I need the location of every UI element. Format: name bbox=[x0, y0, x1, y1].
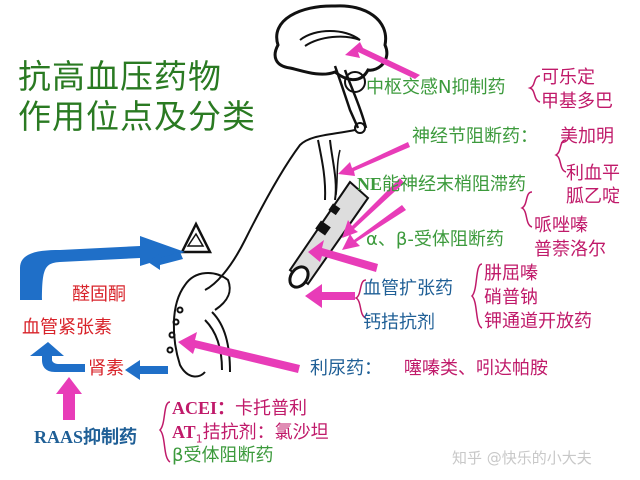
title-line-1: 抗高血压药物 bbox=[18, 57, 222, 96]
raas-inhibitor-label: RAAS抑制药 bbox=[34, 426, 137, 449]
raas-item-beta-blocker: β受体阻断药 bbox=[172, 445, 274, 466]
at-subscript: 1 bbox=[195, 432, 203, 446]
drug-clonidine: 可乐定 bbox=[541, 67, 595, 88]
blood-vessel-icon bbox=[288, 180, 370, 289]
drug-losartan: 氯沙坦 bbox=[274, 422, 329, 443]
ne-class-text: 能神经末梢阻滞药 bbox=[382, 174, 527, 195]
drug-guanethidine: 胍乙啶 bbox=[566, 186, 620, 207]
vasodilator-class-label: 血管扩张药 bbox=[363, 278, 453, 299]
angiotensin-label: 血管紧张素 bbox=[22, 317, 112, 338]
drug-mecamylamine: 美加明 bbox=[560, 126, 614, 147]
drug-prazosin: 哌唑嗪 bbox=[534, 215, 588, 236]
receptor-class-label: α、β-受体阻断药 bbox=[366, 229, 504, 250]
title-line-2: 作用位点及分类 bbox=[18, 97, 256, 136]
ne-prefix: NE bbox=[357, 174, 383, 194]
diuretic-drugs: 噻嗪类、吲达帕胺 bbox=[404, 358, 548, 379]
drug-captopril: 卡托普利 bbox=[235, 398, 308, 419]
acei-prefix: ACEI： bbox=[172, 398, 236, 418]
raas-item-acei: ACEI：卡托普利 bbox=[172, 397, 307, 420]
kidney-icon bbox=[166, 221, 231, 378]
central-class-label: 中枢交感N抑制药 bbox=[366, 77, 506, 98]
renin-label: 肾素 bbox=[88, 358, 124, 379]
drug-hydralazine: 肼屈嗪 bbox=[484, 263, 538, 284]
calcium-blocker-class-label: 钙拮抗剂 bbox=[363, 312, 435, 333]
diuretic-class-label: 利尿药： bbox=[310, 358, 382, 379]
ganglion-class-label: 神经节阻断药： bbox=[412, 126, 538, 147]
at-prefix: AT bbox=[172, 422, 196, 442]
nerve-path-icon bbox=[204, 129, 356, 291]
drug-k-channel-opener: 钾通道开放药 bbox=[484, 311, 592, 332]
blue-arrows bbox=[20, 236, 185, 380]
watermark: 知乎 @快乐的小大夫 bbox=[452, 449, 592, 467]
aldosterone-label: 醛固酮 bbox=[72, 284, 126, 305]
brain-icon bbox=[273, 4, 389, 134]
at-antagonist-text: 拮抗剂： bbox=[202, 422, 275, 443]
drug-nitroprusside: 硝普钠 bbox=[484, 287, 538, 308]
pink-arrows bbox=[56, 42, 420, 420]
drug-methyldopa: 甲基多巴 bbox=[541, 91, 613, 112]
braces bbox=[158, 75, 567, 463]
raas-inhibitor-text: RAAS抑制药 bbox=[34, 427, 138, 447]
drug-propranolol: 普萘洛尔 bbox=[534, 239, 606, 260]
drug-reserpine: 利血平 bbox=[566, 163, 620, 184]
ne-terminal-class-label: NE能神经末梢阻滞药 bbox=[357, 173, 526, 196]
raas-item-at1: AT1拮抗剂：氯沙坦 bbox=[172, 421, 329, 451]
